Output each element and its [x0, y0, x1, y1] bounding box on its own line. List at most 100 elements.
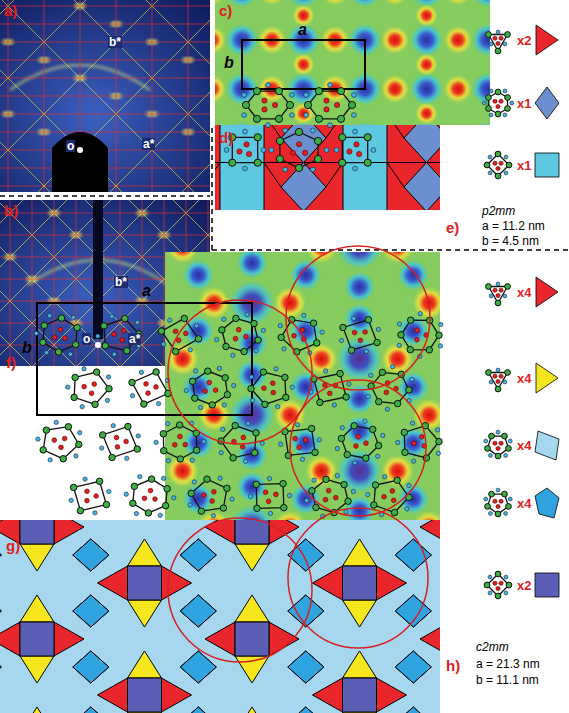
mesogen-dot	[192, 395, 198, 401]
triangle-tile	[98, 678, 128, 712]
axis-label: b*	[108, 36, 122, 48]
side-chain-dot	[124, 492, 128, 496]
diamond-tile	[73, 651, 109, 683]
core-dot	[114, 435, 119, 440]
core-dot	[262, 107, 267, 112]
mesogen-dot	[486, 106, 492, 112]
mesogen-dot	[313, 504, 319, 510]
side-chain-dot	[300, 457, 304, 461]
swatch-shape	[535, 488, 559, 518]
core-dot	[499, 161, 503, 165]
mesogen-dot	[338, 435, 344, 441]
grid-line	[0, 200, 210, 366]
triangle-tile	[420, 622, 440, 656]
axis-label: o	[66, 140, 75, 152]
triangle-tile	[343, 651, 377, 678]
side-chain-dot	[436, 428, 440, 432]
mesogen-dot	[224, 485, 230, 491]
side-chain-dot	[184, 388, 188, 392]
mesogen-dot	[505, 370, 511, 376]
core-dot	[290, 150, 295, 155]
mesogen-dot	[101, 323, 107, 329]
mesogen-dot	[251, 320, 257, 326]
legend-count: x1	[517, 158, 531, 173]
mesogen-dot	[198, 508, 204, 514]
density-blob	[338, 449, 382, 493]
core-dot	[183, 331, 188, 336]
side-chain-dot	[489, 113, 493, 117]
side-chain-dot	[351, 489, 355, 493]
mesogen-dot	[230, 455, 236, 461]
mesogen-dot	[131, 483, 137, 489]
core-dot	[496, 41, 500, 45]
side-chain-dot	[496, 282, 500, 286]
side-chain-dot	[496, 430, 500, 434]
side-chain-dot	[69, 498, 73, 502]
mesogen-dot	[495, 386, 501, 392]
mesogen-dot	[398, 332, 404, 338]
side-chain-dot	[96, 334, 100, 338]
core-dot	[302, 150, 307, 155]
mesogen-dot	[394, 400, 400, 406]
core-dot	[300, 328, 305, 333]
side-chain-dot	[304, 93, 309, 98]
grid-line	[0, 200, 14, 366]
core-dot	[499, 99, 503, 103]
legend-count: x2	[517, 578, 531, 593]
side-chain-dot	[34, 331, 38, 335]
triangle-tile	[235, 544, 269, 571]
mesogen-dot	[486, 284, 492, 290]
mesogen-dot	[177, 456, 183, 462]
core-dot	[52, 335, 57, 340]
core-dot	[178, 434, 183, 439]
density-blob	[381, 26, 409, 54]
triangle-tile	[162, 678, 192, 712]
triangle-tile	[20, 707, 54, 713]
legend-swatch	[534, 568, 560, 602]
density-blob	[293, 54, 315, 76]
core-dot	[303, 438, 308, 443]
side-chain-dot	[83, 477, 87, 481]
triangle-tile	[0, 622, 20, 656]
core-dot	[493, 288, 497, 292]
side-chain-dot	[353, 129, 358, 134]
side-chain-dot	[82, 367, 86, 371]
side-chain-dot	[112, 352, 116, 356]
separator	[0, 195, 210, 197]
highlight-circle	[168, 300, 312, 444]
side-chain-dot	[198, 405, 202, 409]
mesogen-dot	[253, 430, 259, 436]
mesogen-dot	[262, 401, 268, 407]
legend-swatch	[534, 148, 560, 182]
beam-stop	[93, 200, 103, 339]
mesogen-dot	[41, 322, 47, 328]
side-chain-dot	[335, 446, 339, 450]
density-blob	[349, 0, 381, 7]
side-chain-dot	[410, 377, 414, 381]
tiling	[0, 520, 440, 713]
density-blob	[345, 304, 375, 334]
legend-count: x4	[517, 371, 531, 386]
grid-line	[0, 0, 210, 192]
triangle-tile	[235, 595, 269, 622]
mesogen-dot	[314, 340, 320, 346]
core-dot	[211, 489, 216, 494]
panel-label: h)	[446, 658, 460, 673]
side-chain-dot	[248, 494, 252, 498]
mesogen-dot	[423, 455, 429, 461]
square-tile	[343, 163, 387, 211]
core-dot	[243, 334, 248, 339]
molecule-ring	[251, 372, 286, 404]
density-blob	[291, 260, 321, 290]
mesogen-dot	[241, 348, 247, 354]
triangle-tile	[20, 595, 54, 622]
molecule-ring	[163, 425, 196, 459]
mesogen-dot	[314, 137, 321, 144]
side-chain-dot	[110, 314, 114, 318]
mesogen-dot	[65, 424, 71, 430]
side-chain-dot	[488, 591, 492, 595]
side-chain-dot	[347, 382, 351, 386]
grid-line	[0, 0, 210, 192]
grid-line	[0, 200, 102, 366]
